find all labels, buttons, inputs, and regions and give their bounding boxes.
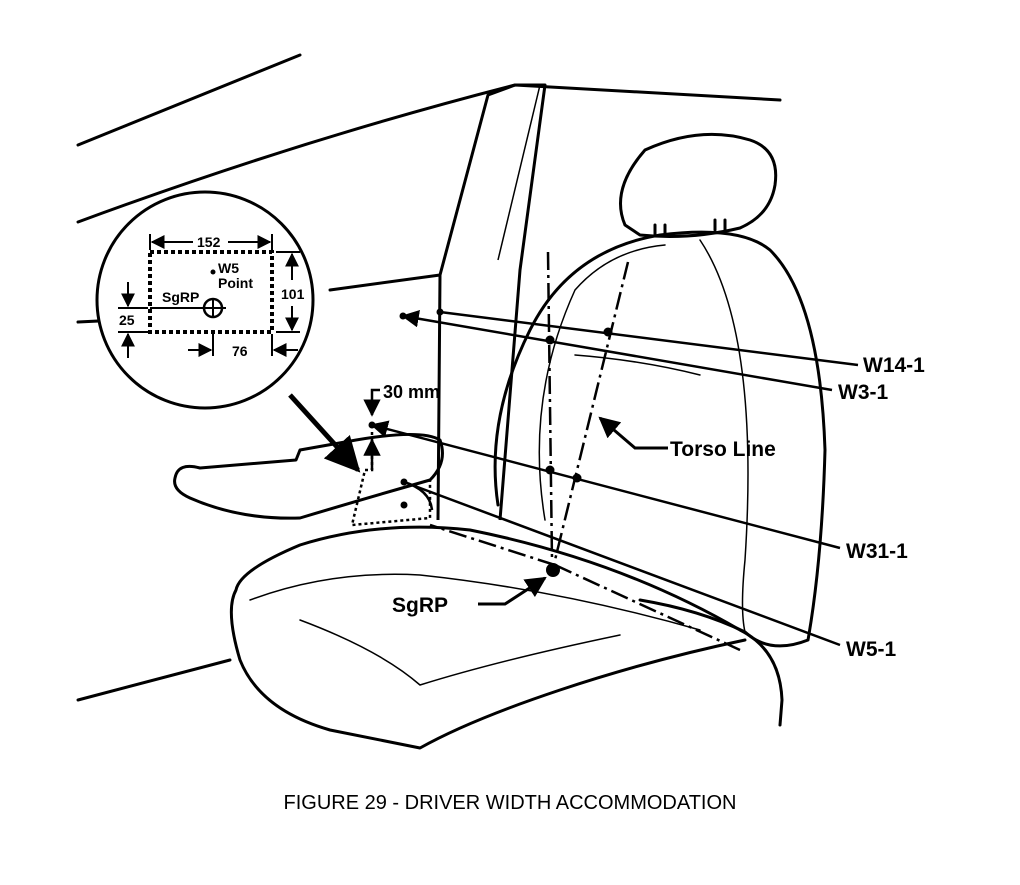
label-30mm: 30 mm: [383, 382, 440, 402]
sgrp-point: [546, 563, 560, 577]
inset-sgrp-label: SgRP: [162, 289, 199, 305]
seat-cushion-inner: [249, 573, 701, 686]
b-pillar: [436, 83, 547, 521]
intersection-points: [368, 308, 613, 577]
dim-25: 25: [119, 312, 135, 328]
label-w5: W5-1: [846, 638, 896, 661]
dim-101: 101: [281, 286, 305, 302]
line-w5: [403, 480, 841, 647]
inset-leader: [288, 393, 361, 473]
dim-152: 152: [197, 234, 221, 250]
floor-line: [76, 658, 232, 702]
seat-back-inner: [538, 239, 749, 633]
label-sgrp: SgRP: [392, 594, 448, 617]
inset-w5-label: W5: [218, 260, 239, 276]
label-w31: W31-1: [846, 540, 908, 563]
label-w3: W3-1: [838, 381, 888, 404]
dim-76: 76: [232, 343, 248, 359]
torso-line-path: [429, 251, 741, 652]
window-upper-line: [76, 83, 782, 224]
line-w3: [401, 310, 833, 392]
line-w31: [370, 420, 841, 550]
inset-point-label: Point: [218, 275, 253, 291]
seat-cushion: [229, 525, 784, 750]
figure-caption: FIGURE 29 - DRIVER WIDTH ACCOMMODATION: [283, 792, 737, 814]
seat: [229, 132, 827, 750]
w5-zone-box: [148, 250, 274, 334]
thirty-mm-marker: [363, 388, 381, 470]
roof-line: [76, 53, 302, 147]
door-panel-top: [328, 273, 442, 292]
inset-detail: 152 101 76 25 SgRP W5 Point: [95, 190, 315, 410]
width-lines: [370, 310, 859, 647]
w5-region: [350, 432, 432, 527]
torso-line-pointer: [598, 416, 668, 450]
seat-back: [493, 230, 827, 648]
label-w14: W14-1: [863, 354, 925, 377]
headrest: [619, 132, 778, 238]
headrest-posts: [653, 218, 727, 237]
sgrp-pointer: [478, 576, 547, 606]
label-torso-line: Torso Line: [670, 438, 776, 461]
car-body: [76, 53, 782, 702]
line-w14: [439, 310, 859, 367]
